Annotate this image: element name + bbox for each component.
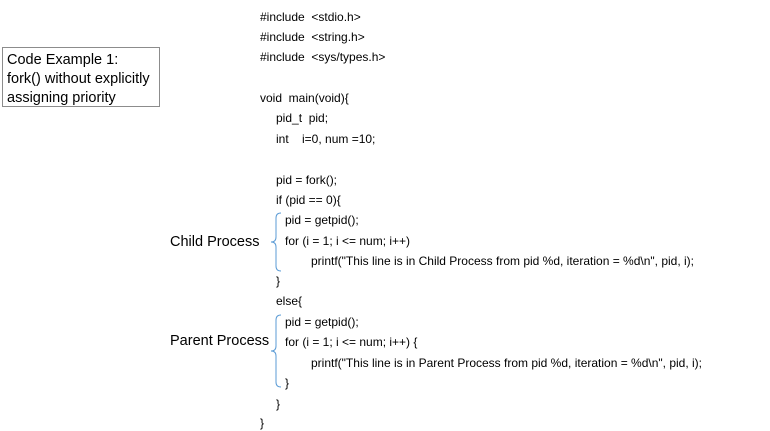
parent-process-brace <box>270 314 282 388</box>
code-line-pid-decl: pid_t pid; <box>276 111 329 125</box>
code-line-parent-printf: printf("This line is in Parent Process f… <box>311 356 703 370</box>
code-line-include-string: #include <string.h> <box>260 30 365 44</box>
code-line-child-getpid: pid = getpid(); <box>285 213 359 227</box>
code-line-include-types: #include <sys/types.h> <box>260 50 386 64</box>
code-line-if-close: } <box>276 274 281 288</box>
caption-line-3: assigning priority <box>7 90 116 106</box>
code-line-fork-call: pid = fork(); <box>276 173 338 187</box>
code-example-caption: Code Example 1: fork() without explicitl… <box>2 47 160 107</box>
code-line-include-stdio: #include <stdio.h> <box>260 10 361 24</box>
child-process-brace <box>270 212 282 272</box>
code-line-else-close: } <box>276 397 281 411</box>
code-line-child-for: for (i = 1; i <= num; i++) <box>285 234 411 248</box>
code-line-main-signature: void main(void){ <box>260 91 349 105</box>
code-line-if-child: if (pid == 0){ <box>276 193 341 207</box>
code-line-int-decl: int i=0, num =10; <box>276 132 376 146</box>
child-process-label: Child Process <box>170 234 260 250</box>
code-line-for-close: } <box>285 376 290 390</box>
code-line-child-printf: printf("This line is in Child Process fr… <box>311 254 695 268</box>
code-line-parent-getpid: pid = getpid(); <box>285 315 359 329</box>
code-line-main-close: } <box>260 416 265 430</box>
caption-line-2: fork() without explicitly <box>7 71 150 87</box>
code-line-parent-for: for (i = 1; i <= num; i++) { <box>285 335 418 349</box>
parent-process-label: Parent Process <box>170 333 270 349</box>
caption-line-1: Code Example 1: <box>7 52 119 68</box>
code-line-else: else{ <box>276 294 303 308</box>
